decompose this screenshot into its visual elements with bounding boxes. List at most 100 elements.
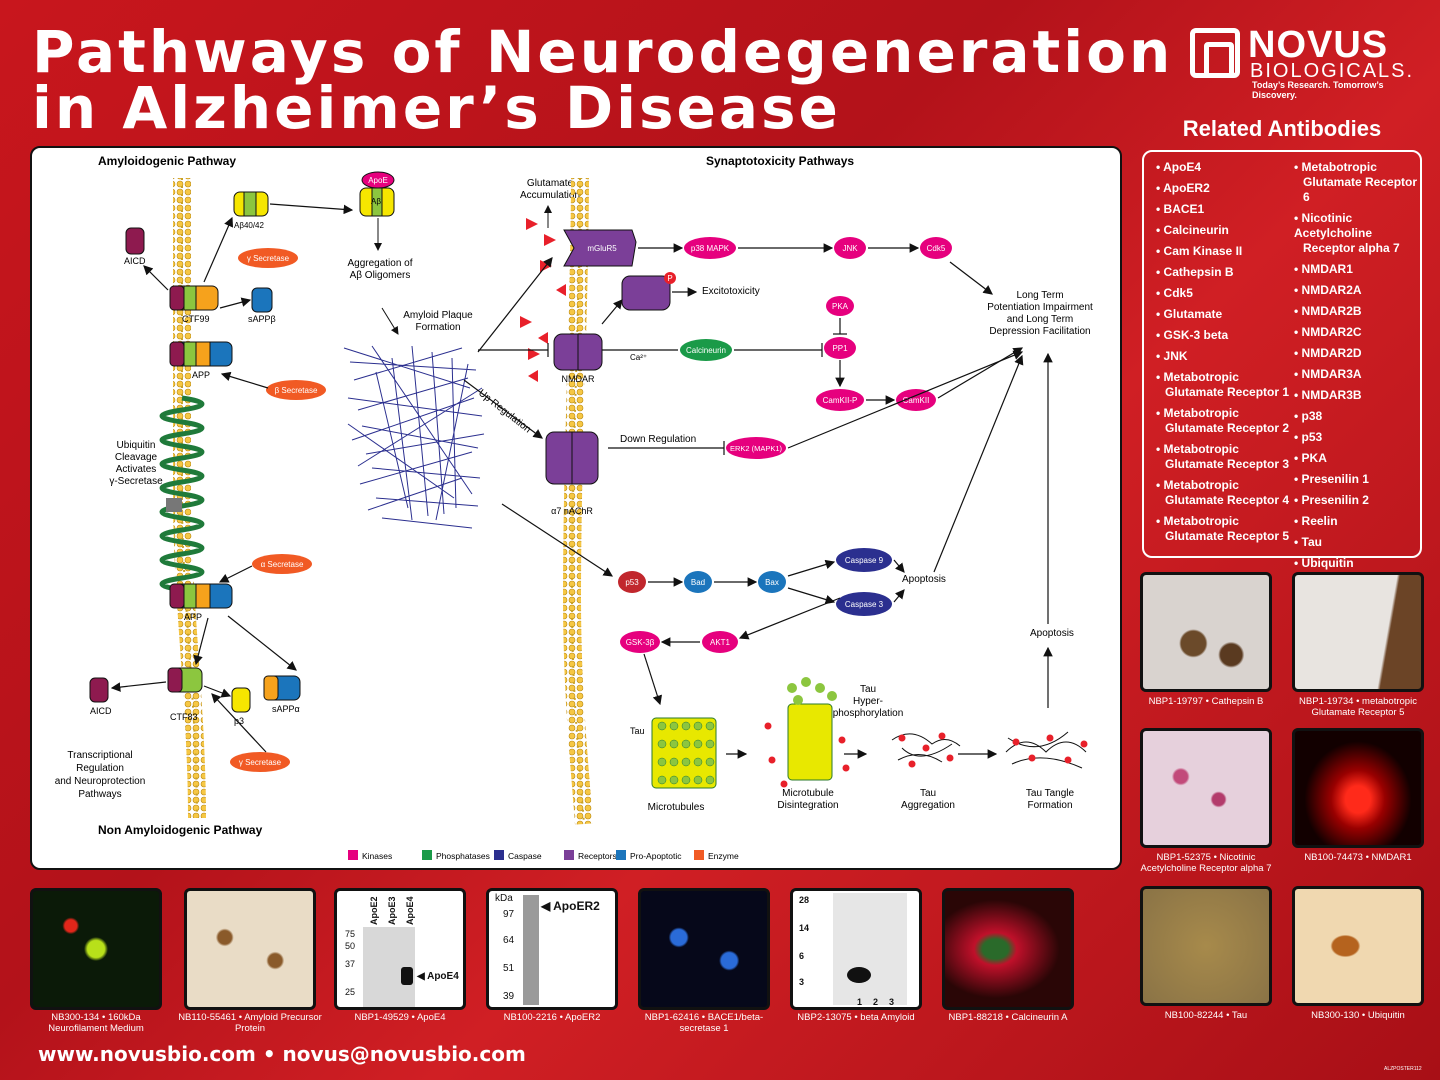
pathway-diagram: Amyloidogenic Pathway Non Amyloidogenic … xyxy=(55,154,1093,861)
image-caption: NB100-74473 • NMDAR1 xyxy=(1304,852,1412,863)
p3-fragment xyxy=(231,687,251,713)
blot-lane xyxy=(833,893,907,1005)
svg-text:ERK2 (MAPK1): ERK2 (MAPK1) xyxy=(730,444,783,453)
svg-text:JNK: JNK xyxy=(842,244,858,253)
antibody-item[interactable]: • Tau xyxy=(1294,535,1424,550)
antibody-item-line: Glutamate Receptor 1 xyxy=(1165,385,1290,399)
svg-text:Formation: Formation xyxy=(415,322,460,333)
svg-text:Cdk5: Cdk5 xyxy=(927,244,946,253)
antibody-item[interactable]: • NMDAR2C xyxy=(1294,325,1424,340)
antibody-item[interactable]: • PKA xyxy=(1294,451,1424,466)
antibody-item-line: • ApoER2 xyxy=(1156,181,1210,195)
antibody-item[interactable]: • Ubiquitin xyxy=(1294,556,1424,571)
blot-label: ApoE4 xyxy=(405,896,415,925)
antibody-item[interactable]: • Presenilin 2 xyxy=(1294,493,1424,508)
sappb-label: sAPPβ xyxy=(248,314,276,324)
antibody-item[interactable]: • GSK-3 beta xyxy=(1156,328,1290,343)
antibody-item[interactable]: • ApoER2 xyxy=(1156,181,1290,196)
legend-swatch xyxy=(694,850,704,860)
svg-text:Pathways: Pathways xyxy=(78,789,121,800)
micrograph-image xyxy=(1292,886,1424,1006)
microtubule-disintegration-icon xyxy=(764,677,850,788)
apoe-abeta-complex: ApoE Aβ xyxy=(359,171,395,217)
antibody-item[interactable]: • NMDAR2A xyxy=(1294,283,1424,298)
mglur5-receptor: mGluR5 xyxy=(563,229,637,267)
antibody-item[interactable]: • ApoE4 xyxy=(1156,160,1290,175)
antibody-item[interactable]: • Presenilin 1 xyxy=(1294,472,1424,487)
tau-hyper-text: Tau Hyper- phosphorylation xyxy=(833,684,904,719)
image-caption: NBP2-13075 • beta Amyloid xyxy=(797,1012,915,1023)
antibody-item[interactable]: • NMDAR1 xyxy=(1294,262,1424,277)
antibody-item[interactable]: • BACE1 xyxy=(1156,202,1290,217)
antibody-item[interactable]: • Cdk5 xyxy=(1156,286,1290,301)
antibody-item-line: • Metabotropic xyxy=(1156,406,1239,420)
antibody-item[interactable]: • NMDAR2B xyxy=(1294,304,1424,319)
antibody-item[interactable]: • Glutamate xyxy=(1156,307,1290,322)
nmdar-label: NMDAR xyxy=(562,374,595,384)
ab4042-fragment xyxy=(233,191,269,217)
image-caption: NB300-130 • Ubiquitin xyxy=(1311,1010,1405,1021)
antibody-item[interactable]: • NMDAR3B xyxy=(1294,388,1424,403)
svg-text:Tau: Tau xyxy=(860,684,876,695)
antibody-item[interactable]: • p38 xyxy=(1294,409,1424,424)
blot-label: 50 xyxy=(345,941,356,951)
image-caption: NB100-82244 • Tau xyxy=(1164,1010,1248,1021)
svg-text:ApoE: ApoE xyxy=(368,176,388,185)
app-cylinder-2 xyxy=(169,583,233,609)
aicd-label-1: AICD xyxy=(124,256,146,266)
svg-text:Potentiation Impairment: Potentiation Impairment xyxy=(987,302,1093,313)
left-arrows xyxy=(110,203,354,753)
antibody-item-line: • ApoE4 xyxy=(1156,160,1202,174)
antibody-item[interactable]: • p53 xyxy=(1294,430,1424,445)
antibody-item[interactable]: • Reelin xyxy=(1294,514,1424,529)
antibody-item[interactable]: • Cam Kinase II xyxy=(1156,244,1290,259)
antibody-item-line: • Cam Kinase II xyxy=(1156,244,1243,258)
antibody-item[interactable]: • NMDAR3A xyxy=(1294,367,1424,382)
plaque-text: Amyloid Plaque Formation xyxy=(403,310,473,333)
antibody-item-line: Glutamate Receptor 3 xyxy=(1165,457,1290,471)
antibody-item-line: • Cdk5 xyxy=(1156,286,1193,300)
alpha-secretase: α Secretase xyxy=(252,554,312,574)
image-caption: NBP1-88218 • Calcineurin A xyxy=(948,1012,1068,1023)
logo-sub: BIOLOGICALS. xyxy=(1250,60,1415,82)
blot-label: 75 xyxy=(345,929,356,939)
antibody-item[interactable]: • NMDAR2D xyxy=(1294,346,1424,361)
micrograph-image xyxy=(1292,572,1424,692)
antibody-item[interactable]: • Cathepsin B xyxy=(1156,265,1290,280)
svg-text:mGluR5: mGluR5 xyxy=(587,244,617,253)
beta-secretase: β Secretase xyxy=(266,380,326,400)
svg-text:Microtubule: Microtubule xyxy=(782,788,834,799)
antibody-item-line: • GSK-3 beta xyxy=(1156,328,1229,342)
svg-text:β Secretase: β Secretase xyxy=(275,386,318,395)
antibody-item[interactable]: • Calcineurin xyxy=(1156,223,1290,238)
microtubule-bundle-icon xyxy=(651,717,717,789)
blot-label: 14 xyxy=(799,923,810,933)
antibody-item-line: • NMDAR2C xyxy=(1294,325,1362,339)
node-bad: Bad xyxy=(684,571,712,593)
blot-band xyxy=(401,967,413,985)
antibody-item-line: Receptor alpha 7 xyxy=(1303,241,1400,255)
svg-text:and Neuroprotection: and Neuroprotection xyxy=(55,776,146,787)
antibody-item[interactable]: • JNK xyxy=(1156,349,1290,364)
svg-text:PP1: PP1 xyxy=(832,344,848,353)
antibody-item-line: • Metabotropic xyxy=(1156,370,1239,384)
logo-name: NOVUS xyxy=(1248,24,1389,66)
excitotoxicity-label: Excitotoxicity xyxy=(702,286,760,297)
antibody-item-line: Glutamate Receptor 2 xyxy=(1165,421,1290,435)
antibody-item-line: • p38 xyxy=(1294,409,1323,423)
antibody-item-line: • Nicotinic Acetylcholine xyxy=(1294,211,1373,240)
blot-label: 97 xyxy=(503,909,515,920)
svg-text:Depression Facilitation: Depression Facilitation xyxy=(989,326,1090,337)
tau-label: Tau xyxy=(630,726,645,736)
svg-text:Aggregation of: Aggregation of xyxy=(347,258,412,269)
legend-label: Receptors xyxy=(578,851,617,861)
